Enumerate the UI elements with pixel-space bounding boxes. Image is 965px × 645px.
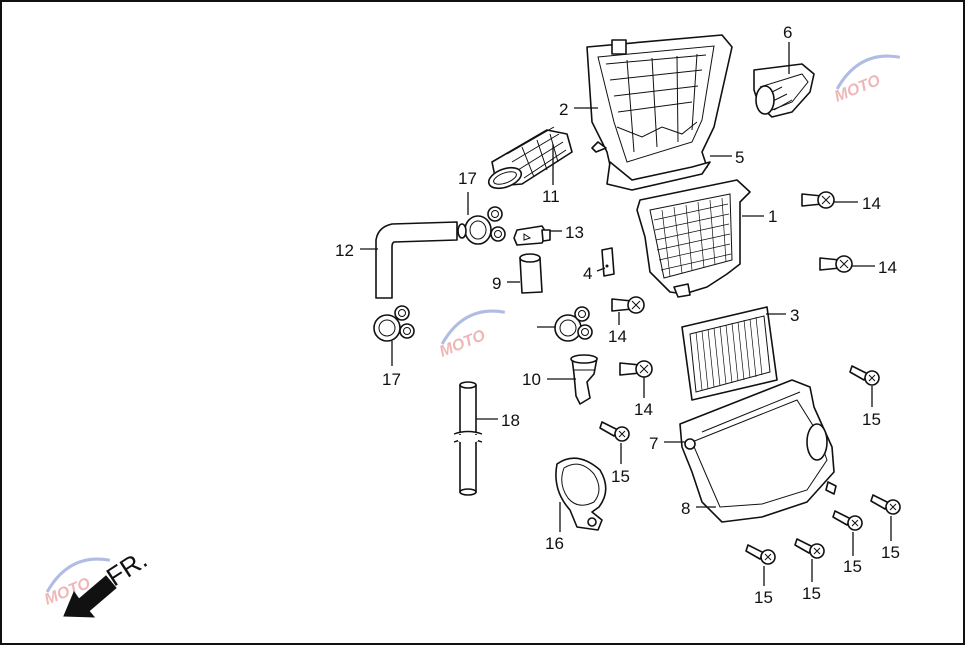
- watermark-top-right: MOTO: [832, 54, 901, 106]
- filter-pleats: [695, 316, 763, 391]
- label-4: 4: [583, 264, 592, 283]
- label-5: 5: [735, 148, 744, 167]
- bolt-15-e: [794, 538, 825, 559]
- part-l-hose: [375, 221, 458, 299]
- label-14-b: 14: [878, 258, 897, 277]
- label-17-b: 17: [382, 370, 401, 389]
- label-15-e: 15: [802, 584, 821, 603]
- filter-mesh: [653, 197, 732, 277]
- bolt-14-c: [611, 296, 645, 314]
- label-1: 1: [768, 207, 777, 226]
- bolt-15-d: [832, 510, 863, 531]
- bolt-15-c: [870, 494, 901, 515]
- label-15-c: 15: [881, 543, 900, 562]
- part-orings-middle: [554, 306, 593, 342]
- label-2: 2: [559, 100, 568, 119]
- label-8: 8: [681, 499, 690, 518]
- label-16: 16: [545, 534, 564, 553]
- label-7: 7: [649, 434, 658, 453]
- watermark-text: MOTO: [437, 327, 488, 361]
- label-11: 11: [542, 187, 560, 206]
- label-12: 12: [335, 241, 354, 260]
- label-6: 6: [783, 23, 792, 42]
- part-intake-duct: [753, 63, 815, 118]
- watermark-text: MOTO: [832, 72, 883, 106]
- part-orings-bottom: [373, 305, 415, 342]
- label-14-a: 14: [862, 194, 881, 213]
- part-hose-clamp: [555, 457, 607, 531]
- part-tab: [601, 247, 615, 277]
- part-intake-boot: [487, 126, 573, 190]
- label-15-a: 15: [862, 410, 881, 429]
- bolt-14-a: [801, 191, 835, 209]
- bolt-15-f: [745, 544, 776, 565]
- part-funnel: [570, 354, 598, 405]
- part-lower-case: [679, 379, 837, 523]
- part-filter-element: [681, 306, 778, 401]
- label-14-c: 14: [608, 327, 627, 346]
- part-short-tube: [519, 253, 543, 294]
- part-orings-top: [457, 206, 506, 245]
- leader-lines: [360, 42, 892, 586]
- label-15-d: 15: [843, 557, 862, 576]
- part-long-tube: [453, 381, 483, 496]
- watermark-middle: MOTO: [437, 309, 506, 361]
- label-15-b: 15: [611, 467, 630, 486]
- label-18: 18: [501, 411, 520, 430]
- part-upper-case: [586, 34, 733, 191]
- bolt-14-d: [619, 360, 653, 378]
- bolt-14-b: [819, 255, 853, 273]
- label-14-d: 14: [634, 400, 653, 419]
- label-3: 3: [790, 306, 799, 325]
- label-9: 9: [492, 274, 501, 293]
- label-10: 10: [522, 370, 541, 389]
- bolt-15-a: [849, 365, 880, 386]
- part-clip: [513, 225, 551, 246]
- bolt-15-b: [599, 421, 630, 442]
- label-17-a: 17: [458, 169, 477, 188]
- callout-labels: 1 2 3 4 5 6 7 8 9 10 11 12 13 14 14 14 1…: [335, 23, 900, 607]
- label-15-f: 15: [754, 588, 773, 607]
- part-filter-frame: [636, 179, 751, 298]
- front-arrow-icon: [63, 575, 117, 618]
- label-13: 13: [565, 223, 584, 242]
